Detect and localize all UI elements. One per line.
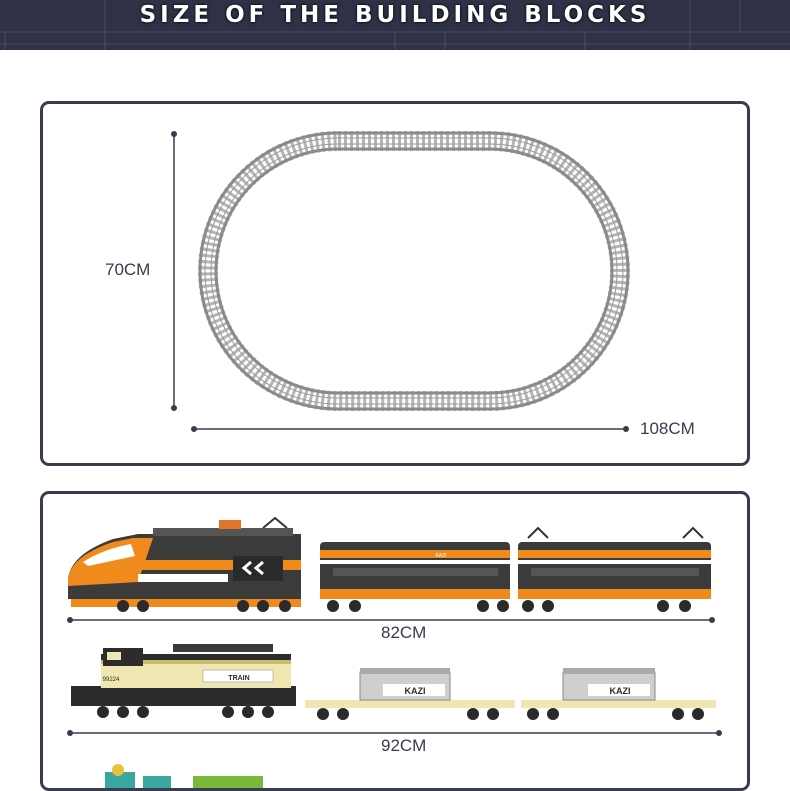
- track-height-label: 70CM: [105, 260, 151, 279]
- third-train-partial: [105, 764, 263, 788]
- train1-car-text: KAZI: [435, 553, 446, 559]
- oval-track: [198, 131, 630, 411]
- freight-train: TRAIN 99224 KAZI KAZI: [71, 644, 716, 720]
- train2-dimension-left-dot: [67, 730, 73, 736]
- train2-length-label: 92CM: [381, 736, 427, 755]
- track-width-label: 108CM: [640, 419, 695, 438]
- track-size-panel: 70CM 108CM: [40, 101, 750, 466]
- train1-dimension-left-dot: [67, 617, 73, 623]
- track-diagram: [171, 131, 630, 432]
- high-speed-train: KAZI: [68, 516, 711, 612]
- train2-container1-text: KAZI: [405, 686, 426, 696]
- train2-loco-number: 99224: [103, 677, 120, 683]
- train1-length-label: 82CM: [381, 623, 427, 642]
- header-banner: SIZE OF THE BUILDING BLOCKS: [0, 0, 790, 50]
- train2-container2-text: KAZI: [610, 686, 631, 696]
- width-dimension-left-dot: [191, 426, 197, 432]
- width-dimension-right-dot: [623, 426, 629, 432]
- trains-illustration: KAZI: [67, 516, 722, 788]
- train1-dimension-right-dot: [709, 617, 715, 623]
- train-size-panel: KAZI: [40, 491, 750, 791]
- height-dimension-bottom-dot: [171, 405, 177, 411]
- page-title: SIZE OF THE BUILDING BLOCKS: [139, 2, 651, 28]
- banner-grid-pattern: [0, 0, 790, 50]
- train2-dimension-right-dot: [716, 730, 722, 736]
- height-dimension-top-dot: [171, 131, 177, 137]
- train2-loco-text: TRAIN: [228, 675, 249, 682]
